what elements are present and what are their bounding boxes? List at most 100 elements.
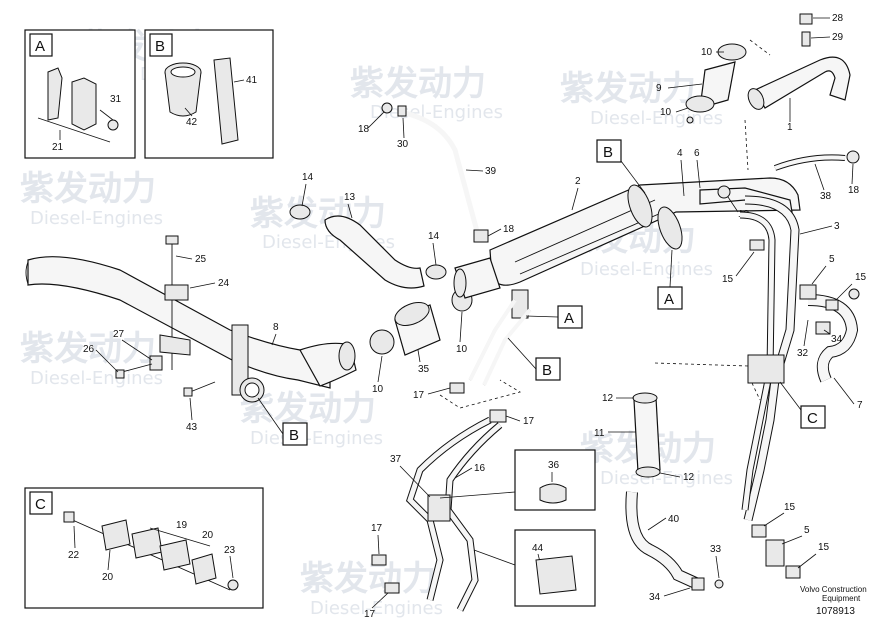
svg-text:8: 8 xyxy=(273,322,279,333)
svg-text:27: 27 xyxy=(113,329,125,340)
clamp-part xyxy=(685,95,715,113)
callout-box-b-top: B xyxy=(596,139,646,194)
svg-text:A: A xyxy=(564,310,574,327)
svg-text:12: 12 xyxy=(683,472,695,483)
svg-text:17: 17 xyxy=(523,416,535,427)
svg-text:紫发动力: 紫发动力 xyxy=(560,69,696,109)
svg-text:Diesel-Engines: Diesel-Engines xyxy=(30,368,163,389)
bolt-part xyxy=(63,511,75,523)
svg-text:3: 3 xyxy=(834,221,840,232)
callout-box-b-mid: B xyxy=(507,337,561,381)
svg-text:19: 19 xyxy=(176,520,188,531)
svg-text:32: 32 xyxy=(797,348,809,359)
svg-text:43: 43 xyxy=(186,422,198,433)
bolt-part xyxy=(183,387,193,397)
svg-text:C: C xyxy=(807,410,818,427)
svg-text:B: B xyxy=(289,427,299,444)
lower-right-fittings: 15 5 15 xyxy=(751,502,830,579)
bolt-part xyxy=(115,369,125,379)
nut-part xyxy=(107,119,119,131)
callout-box-c-right: C xyxy=(779,381,826,429)
svg-text:34: 34 xyxy=(831,334,843,345)
svg-text:34: 34 xyxy=(649,592,661,603)
svg-text:17: 17 xyxy=(364,609,376,620)
svg-text:13: 13 xyxy=(344,192,356,203)
pipe-1: 28 29 1 xyxy=(744,13,851,171)
svg-text:41: 41 xyxy=(246,75,258,86)
detail-panel-c: C 19 22 20 20 23 xyxy=(24,487,264,609)
svg-text:21: 21 xyxy=(52,142,64,153)
svg-text:Diesel-Engines: Diesel-Engines xyxy=(600,468,733,489)
clamp-part xyxy=(381,102,393,114)
hose-9: 10 9 10 xyxy=(656,43,747,124)
clip-18-right xyxy=(848,288,860,300)
clamp-part xyxy=(785,565,801,579)
clamp-part xyxy=(635,466,661,478)
svg-text:26: 26 xyxy=(83,344,95,355)
svg-text:37: 37 xyxy=(390,454,402,465)
svg-text:B: B xyxy=(542,362,552,379)
hose-7: 5 15 32 34 7 xyxy=(797,254,867,411)
svg-text:42: 42 xyxy=(186,117,198,128)
panel-label-b: B xyxy=(155,38,165,55)
pipe-bracket-part xyxy=(231,324,249,396)
svg-text:18: 18 xyxy=(848,185,860,196)
panel-label-a: A xyxy=(35,38,45,55)
hose-39: 18 30 39 18 xyxy=(358,102,515,243)
svg-text:11: 11 xyxy=(594,428,605,439)
bracket-part xyxy=(213,57,239,145)
callout-box-a-mid: A xyxy=(525,305,583,329)
brand-block: Volvo Construction Equipment 1078913 xyxy=(800,585,867,617)
clamp-part xyxy=(539,483,567,504)
svg-text:17: 17 xyxy=(371,523,383,534)
svg-text:44: 44 xyxy=(532,543,544,554)
svg-text:17: 17 xyxy=(413,390,425,401)
bracket-24-25: 25 24 27 26 43 xyxy=(83,235,230,433)
cap-part xyxy=(799,13,813,25)
clamp-part xyxy=(749,239,765,251)
clamp-part xyxy=(371,554,387,566)
svg-text:18: 18 xyxy=(503,224,515,235)
svg-text:33: 33 xyxy=(710,544,722,555)
svg-text:14: 14 xyxy=(302,172,314,183)
svg-text:15: 15 xyxy=(855,272,867,283)
svg-text:23: 23 xyxy=(224,545,236,556)
svg-text:12: 12 xyxy=(602,393,614,404)
svg-text:紫发动力: 紫发动力 xyxy=(350,64,486,104)
clamp-part xyxy=(717,185,731,199)
svg-text:7: 7 xyxy=(857,400,863,411)
svg-text:24: 24 xyxy=(218,278,230,289)
clamp-part xyxy=(846,150,860,164)
svg-text:16: 16 xyxy=(474,463,486,474)
clamp-part xyxy=(425,264,447,280)
clamp-part xyxy=(289,204,311,220)
svg-text:36: 36 xyxy=(548,460,560,471)
svg-text:25: 25 xyxy=(195,254,207,265)
svg-text:22: 22 xyxy=(68,550,80,561)
svg-text:A: A xyxy=(664,291,674,308)
detail-panel-a: A 31 21 xyxy=(24,29,136,159)
svg-text:10: 10 xyxy=(660,107,672,118)
svg-text:29: 29 xyxy=(832,32,844,43)
svg-text:1: 1 xyxy=(787,122,793,133)
inset-36: 36 xyxy=(514,449,596,511)
svg-text:Diesel-Engines: Diesel-Engines xyxy=(30,208,163,229)
hose-13: 14 13 14 xyxy=(289,172,447,289)
hose-sleeve-part xyxy=(164,71,202,117)
panel-label-c: C xyxy=(35,496,46,513)
svg-text:9: 9 xyxy=(656,83,662,94)
callout-box-a-right: A xyxy=(657,249,683,310)
hose-40: 40 33 34 xyxy=(625,491,724,603)
clamp-part xyxy=(751,524,767,538)
svg-text:15: 15 xyxy=(784,502,796,513)
svg-text:14: 14 xyxy=(428,231,440,242)
clamp-half-part xyxy=(71,77,97,131)
svg-text:Diesel-Engines: Diesel-Engines xyxy=(580,259,713,280)
grommet-part xyxy=(535,555,577,595)
svg-text:4: 4 xyxy=(677,148,683,159)
svg-text:紫发动力: 紫发动力 xyxy=(20,329,156,369)
clamp-part xyxy=(632,392,658,404)
callout-box-b-left: B xyxy=(257,397,308,446)
svg-text:31: 31 xyxy=(110,94,122,105)
